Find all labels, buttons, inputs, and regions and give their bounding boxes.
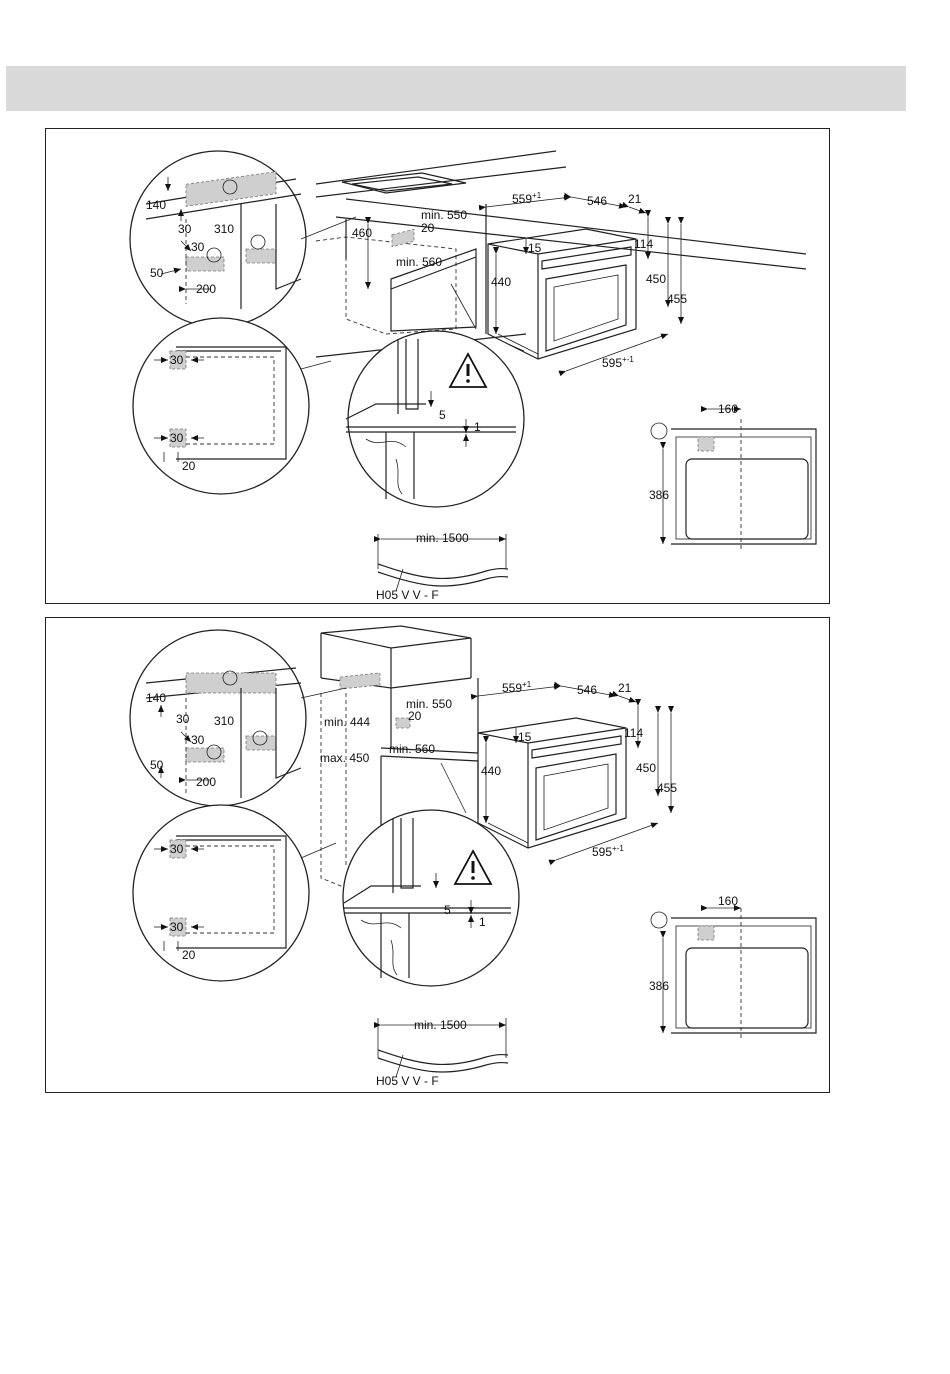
dim-5: 5 — [439, 408, 446, 422]
installation-diagram-worktop: 460 min. 550 20 min. 560 559+1 546 21 15… — [45, 128, 830, 604]
detail-circle-top-left-2 — [130, 630, 346, 806]
header-band — [6, 66, 906, 111]
dim-30-b: 30 — [191, 240, 205, 254]
dim-140: 140 — [146, 198, 166, 212]
dim-max450: max. 450 — [320, 751, 370, 765]
dim-30-bottom: 30 — [170, 431, 184, 445]
dim-160: 160 — [718, 402, 738, 416]
detail-circle-center-2 — [343, 763, 519, 986]
dim-1-2: 1 — [479, 915, 486, 929]
dim-559-2-value: 559 — [502, 681, 522, 695]
dim-559-value: 559 — [512, 192, 532, 206]
dim-440-2: 440 — [481, 764, 501, 778]
dim-559: 559+1 — [512, 191, 542, 206]
detail-circle-bottom-left — [133, 318, 331, 494]
dim-440: 440 — [491, 275, 511, 289]
detail-circle-bottom-left-2 — [133, 805, 336, 981]
front-view — [651, 409, 816, 549]
dim-595-2: 595+-1 — [592, 844, 624, 859]
dim-595-2-value: 595 — [592, 845, 612, 859]
diagram-svg-1: 460 min. 550 20 min. 560 559+1 546 21 15… — [46, 129, 831, 605]
dim-21-2: 21 — [618, 681, 632, 695]
dim-30-a: 30 — [178, 222, 192, 236]
cable-min1500: min. 1500 — [416, 531, 469, 545]
dim-50-2: 50 — [150, 758, 164, 772]
dim-20-detail: 20 — [182, 459, 196, 473]
hob-cutout — [342, 173, 466, 193]
dim-min444: min. 444 — [324, 715, 370, 729]
dim-50: 50 — [150, 266, 164, 280]
dim-595-tolerance: +-1 — [622, 355, 634, 364]
dim-450: 450 — [646, 272, 666, 286]
dim-21: 21 — [628, 192, 642, 206]
dim-114-2: 114 — [624, 726, 643, 740]
detail-circle-center — [346, 284, 524, 507]
dim-30-a-2: 30 — [176, 712, 190, 726]
dim-114: 114 — [634, 237, 653, 251]
oven-drawing-2 — [478, 718, 626, 848]
dim-30-b-2: 30 — [191, 733, 205, 747]
dim-200: 200 — [196, 282, 216, 296]
dim-595-2-tolerance: +-1 — [612, 844, 624, 853]
dim-546-2: 546 — [577, 683, 597, 697]
dim-20-2: 20 — [408, 709, 422, 723]
dim-140-2: 140 — [146, 691, 166, 705]
dim-15-2: 15 — [518, 730, 532, 744]
dim-15: 15 — [528, 241, 542, 255]
detail-circle-top-left — [130, 151, 356, 327]
dim-min550: min. 550 — [421, 208, 467, 222]
dim-min560-2: min. 560 — [389, 742, 435, 756]
dim-min560: min. 560 — [396, 255, 442, 269]
diagram-svg-2: min. 444 max. 450 min. 550 20 min. 560 5… — [46, 618, 831, 1094]
installation-diagram-column: min. 444 max. 450 min. 550 20 min. 560 5… — [45, 617, 830, 1093]
cabinet-niche — [316, 224, 476, 334]
dim-310: 310 — [214, 222, 234, 236]
dim-5-2: 5 — [444, 903, 451, 917]
dim-450-2: 450 — [636, 761, 656, 775]
dim-310-2: 310 — [214, 714, 234, 728]
dim-20-detail-2: 20 — [182, 948, 196, 962]
dim-559-tolerance: +1 — [532, 191, 542, 200]
worktop-lines — [316, 151, 806, 357]
front-view-2 — [651, 908, 816, 1038]
dim-595-value: 595 — [602, 356, 622, 370]
dim-386: 386 — [649, 488, 669, 502]
cable-type-2: H05 V V - F — [376, 1074, 439, 1088]
dim-30-top-2: 30 — [170, 842, 184, 856]
cable-type: H05 V V - F — [376, 588, 439, 602]
dim-455-2: 455 — [657, 781, 677, 795]
dim-460: 460 — [352, 226, 372, 240]
dim-160-2: 160 — [718, 894, 738, 908]
dim-559-2-tolerance: +1 — [522, 680, 532, 689]
dim-20: 20 — [421, 221, 435, 235]
oven-drawing — [488, 229, 636, 359]
dim-559-2: 559+1 — [502, 680, 532, 695]
dim-455: 455 — [667, 292, 687, 306]
dim-30-bottom-2: 30 — [170, 920, 184, 934]
dim-386-2: 386 — [649, 979, 669, 993]
dim-30-top: 30 — [170, 353, 184, 367]
cable-min1500-2: min. 1500 — [414, 1018, 467, 1032]
dim-200-2: 200 — [196, 775, 216, 789]
dim-1: 1 — [474, 420, 481, 434]
dim-546: 546 — [587, 194, 607, 208]
dim-595: 595+-1 — [602, 355, 634, 370]
